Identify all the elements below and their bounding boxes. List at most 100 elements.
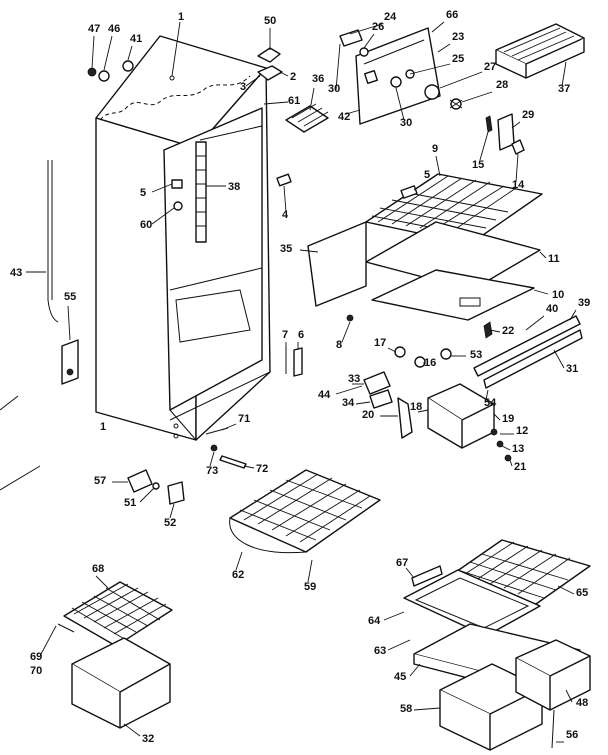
part-55-bracket <box>61 339 79 385</box>
shelf-10 <box>371 269 535 321</box>
control-panel-assembly <box>339 27 463 125</box>
callout-label: 71 <box>238 413 250 425</box>
leader-c42 <box>345 109 361 115</box>
callout-label: 58 <box>400 703 412 715</box>
callout-label: 30 <box>328 83 340 95</box>
leader-c51 <box>139 487 155 503</box>
leader-c15 <box>479 131 489 161</box>
leader-c9 <box>435 155 441 177</box>
callout-label: 19 <box>502 413 514 425</box>
callout-label: 34 <box>342 397 355 409</box>
leader-c72 <box>243 465 255 469</box>
callout-label: 3 <box>240 81 246 93</box>
parts-57-51-52 <box>127 469 185 505</box>
leader-c55 <box>67 305 71 341</box>
cabinet-part-1 <box>95 35 271 441</box>
leader-c13 <box>501 445 511 451</box>
leader-c32 <box>123 723 141 737</box>
callout-label: 41 <box>130 33 142 45</box>
callout-label: 69 <box>30 651 42 663</box>
callout-label: 27 <box>484 61 496 73</box>
callout-label: 73 <box>206 465 218 477</box>
leader-c65 <box>557 585 575 595</box>
leader-c26 <box>363 33 375 49</box>
callout-label: 70 <box>30 665 42 677</box>
leader-c27 <box>439 71 483 89</box>
top-hinge-parts <box>257 47 283 81</box>
parts-7-6-pins <box>285 346 303 377</box>
callout-label: 5 <box>424 169 430 181</box>
callout-label: 51 <box>124 497 136 509</box>
leader-c66 <box>431 21 445 33</box>
leader-c22 <box>489 329 501 333</box>
callout-label: 32 <box>142 733 154 745</box>
callout-label: 45 <box>394 671 406 683</box>
callout-label: 1 <box>100 421 106 433</box>
callout-label: 31 <box>566 363 578 375</box>
leader-c29 <box>511 121 521 129</box>
callout-label: 9 <box>432 143 438 155</box>
leader-c21 <box>509 459 513 467</box>
leader-c45 <box>409 663 421 677</box>
callout-label: 29 <box>522 109 534 121</box>
stray-line-2 <box>0 465 41 491</box>
callout-label: 53 <box>470 349 482 361</box>
callout-label: 44 <box>318 389 331 401</box>
callout-label: 36 <box>312 73 324 85</box>
callout-label: 21 <box>514 461 526 473</box>
callout-label: 59 <box>304 581 316 593</box>
part-36-ice-tray <box>285 103 329 133</box>
leader-c30b <box>395 87 405 121</box>
leader-c14 <box>515 153 519 183</box>
crisper-drawer-32 <box>71 637 171 729</box>
leader-c54 <box>485 389 489 401</box>
callout-label: 25 <box>452 53 464 65</box>
part-8-screw <box>346 314 354 322</box>
callout-label: 72 <box>256 463 268 475</box>
leader-c4 <box>283 185 287 213</box>
callout-label: 5 <box>140 187 146 199</box>
leader-c1 <box>171 21 181 77</box>
leader-c58 <box>413 707 441 711</box>
callout-label: 68 <box>92 563 104 575</box>
part-4-clip <box>276 173 292 187</box>
callout-label: 50 <box>264 15 276 27</box>
callout-label: 4 <box>282 209 289 221</box>
leader-c61 <box>263 101 289 105</box>
leader-c39 <box>569 309 577 321</box>
callout-label: 48 <box>576 697 588 709</box>
callout-label: 12 <box>516 425 528 437</box>
leader-c11 <box>539 251 547 259</box>
callout-label: 63 <box>374 645 386 657</box>
leader-c44 <box>335 385 363 395</box>
callout-label: 22 <box>502 325 514 337</box>
callout-label: 64 <box>368 615 381 627</box>
leader-c63 <box>387 639 411 651</box>
callout-label: 23 <box>452 31 464 43</box>
leader-c35 <box>299 249 319 253</box>
callout-label: 35 <box>280 243 292 255</box>
callout-label: 16 <box>424 357 436 369</box>
callout-label: 17 <box>374 337 386 349</box>
part-43-rod <box>47 160 59 323</box>
leader-c5b <box>413 181 427 191</box>
part-60-knob <box>173 201 183 211</box>
shelf-59-62 <box>229 469 381 554</box>
callout-label: 66 <box>446 9 458 21</box>
leader-c28 <box>461 91 493 103</box>
leader-c3 <box>245 75 261 87</box>
leader-c68 <box>95 575 109 589</box>
small-hardware-22-17-16-53 <box>363 321 493 409</box>
callout-label: 62 <box>232 569 244 581</box>
callout-label: 10 <box>552 289 564 301</box>
leader-c67 <box>405 567 415 579</box>
leader-c36 <box>309 87 315 111</box>
part-5-bracket <box>400 185 418 199</box>
callout-label: 6 <box>298 329 304 341</box>
callout-label: 56 <box>566 729 578 741</box>
callout-label: 11 <box>548 253 560 265</box>
callout-label: 52 <box>164 517 176 529</box>
callout-label: 65 <box>576 587 588 599</box>
callout-label: 38 <box>228 181 240 193</box>
